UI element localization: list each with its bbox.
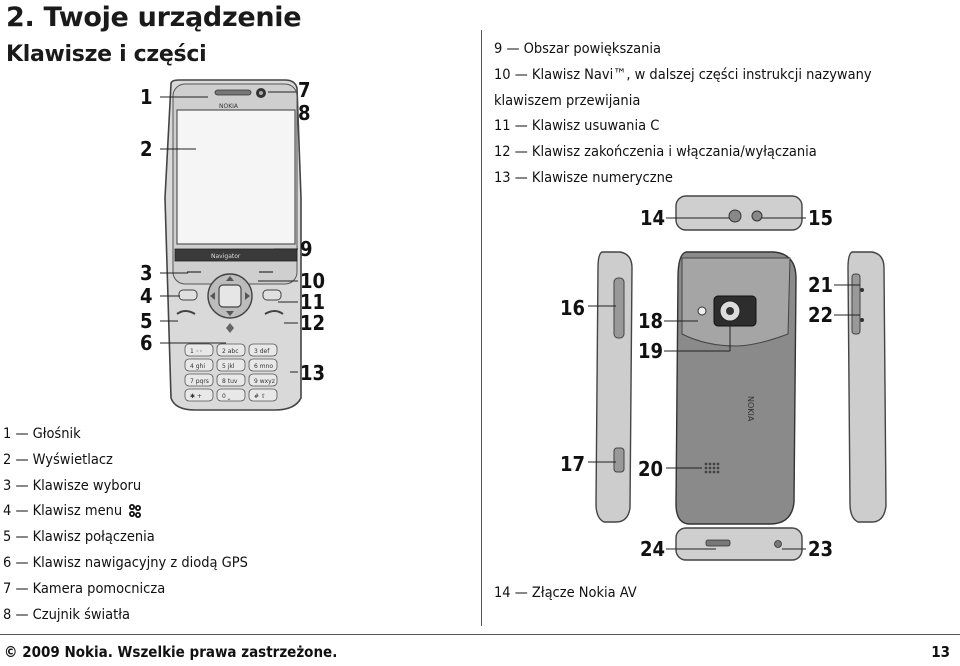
callout-22: 22 — [808, 303, 833, 327]
phone-right-side-view: 21 22 — [808, 251, 887, 523]
keypad-key-label: 0 ⎵ — [222, 393, 231, 400]
callout-11: 11 — [300, 290, 325, 314]
callout-8: 8 — [298, 101, 311, 125]
copyright-footer: © 2009 Nokia. Wszelkie prawa zastrzeżone… — [4, 643, 338, 661]
list-item: 1 — Głośnik — [3, 426, 81, 442]
callout-23: 23 — [808, 537, 833, 561]
keypad-key-label: 3 def — [254, 348, 270, 355]
keypad-key — [216, 358, 246, 372]
keypad-key — [184, 373, 214, 387]
keypad-key — [184, 358, 214, 372]
parts-list-9-13: 9 — Obszar powiększania 10 — Klawisz Nav… — [494, 37, 872, 192]
keypad-key-label: 9 wxyz — [254, 378, 275, 385]
callout-20: 20 — [638, 457, 663, 481]
front-callouts: 1 2 7 8 9 3 10 4 11 5 12 6 13 — [140, 80, 325, 385]
callout-5: 5 — [140, 309, 153, 333]
phone-left-side-view: 16 17 — [560, 251, 633, 523]
callout-12: 12 — [300, 311, 325, 335]
list-item: 2 — Wyświetlacz — [3, 451, 113, 468]
callout-21: 21 — [808, 273, 833, 297]
keypad-key-label: ✱ + — [190, 393, 202, 400]
section-title: Klawisze i części — [6, 42, 207, 67]
keypad-key — [248, 343, 278, 357]
list-item-label: 4 — Klawisz menu — [3, 503, 123, 520]
list-item: 14 — Złącze Nokia AV — [494, 585, 637, 601]
keypad-key — [248, 373, 278, 387]
chapter-title: 2. Twoje urządzenie — [6, 2, 302, 33]
keypad-key-label: 6 mno — [254, 363, 273, 370]
keypad-key — [216, 373, 246, 387]
callout-18: 18 — [638, 309, 663, 333]
phone-front-figure: NOKIA Navigator 1 ◦◦ 2 abc 3 def 4 ghi 5 jkl… — [164, 79, 302, 411]
phone-brand-label: NOKIA — [219, 103, 239, 110]
list-item: 8 — Czujnik światła — [3, 606, 130, 623]
keypad-key — [216, 343, 246, 357]
phone-back-view: NOKIA 18 19 20 — [638, 251, 797, 525]
list-item-menu-key: 4 — Klawisz menu — [3, 499, 248, 525]
callout-24: 24 — [640, 537, 665, 561]
list-item: klawiszem przewijania — [494, 92, 641, 109]
keypad-key — [216, 388, 246, 402]
keypad-key — [184, 343, 214, 357]
list-item: 7 — Kamera pomocnicza — [3, 580, 166, 597]
list-item: 6 — Klawisz nawigacyjny z diodą GPS — [3, 554, 248, 571]
keypad-key — [248, 388, 278, 402]
callout-1: 1 — [140, 85, 153, 109]
keypad-key-label: 2 abc — [222, 348, 239, 355]
phone-top-view: 14 15 — [640, 195, 833, 231]
callout-9: 9 — [300, 237, 313, 261]
callout-7: 7 — [298, 80, 311, 102]
callout-4: 4 — [140, 284, 153, 308]
keypad-key-label: 8 tuv — [222, 378, 238, 385]
callout-3: 3 — [140, 261, 153, 285]
keypad-key-label: 4 ghi — [190, 363, 205, 370]
list-item: 11 — Klawisz usuwania C — [494, 118, 660, 135]
parts-list-1-8: 1 — Głośnik 2 — Wyświetlacz 3 — Klawisze… — [3, 422, 248, 628]
numeric-keypad: 1 ◦◦ 2 abc 3 def 4 ghi 5 jkl 6 mno 7 pqrs 8 tuv… — [184, 343, 278, 402]
callout-13: 13 — [300, 361, 325, 385]
phone-navi-label: Navigator — [211, 253, 241, 260]
keypad-key-label: 1 ◦◦ — [190, 348, 203, 355]
footer-divider — [0, 634, 960, 635]
column-divider — [481, 30, 482, 626]
keypad-key-label: # ⇧ — [254, 393, 266, 400]
list-item: 10 — Klawisz Navi™, w dalszej części ins… — [494, 66, 872, 83]
keypad-key — [248, 358, 278, 372]
callout-19: 19 — [638, 339, 663, 363]
list-item: 5 — Klawisz połączenia — [3, 529, 155, 546]
callout-6: 6 — [140, 331, 153, 355]
callout-17: 17 — [560, 452, 585, 476]
callout-15: 15 — [808, 206, 833, 230]
back-brand-label: NOKIA — [746, 396, 755, 422]
list-item: 9 — Obszar powiększania — [494, 41, 661, 57]
keypad-key — [184, 388, 214, 402]
page-number: 13 — [931, 643, 950, 661]
callout-2: 2 — [140, 137, 153, 161]
list-item: 13 — Klawisze numeryczne — [494, 169, 673, 186]
callout-10: 10 — [300, 269, 325, 293]
menu-key-icon — [129, 504, 142, 519]
list-item: 12 — Klawisz zakończenia i włączania/wył… — [494, 144, 817, 161]
callout-14: 14 — [640, 206, 665, 230]
list-item: 3 — Klawisze wyboru — [3, 477, 142, 494]
parts-list-14: 14 — Złącze Nokia AV — [494, 581, 637, 607]
keypad-key-label: 7 pqrs — [190, 378, 209, 385]
callout-16: 16 — [560, 296, 585, 320]
phone-bottom-view: 24 23 — [640, 527, 833, 561]
keypad-key-label: 5 jkl — [222, 363, 235, 370]
